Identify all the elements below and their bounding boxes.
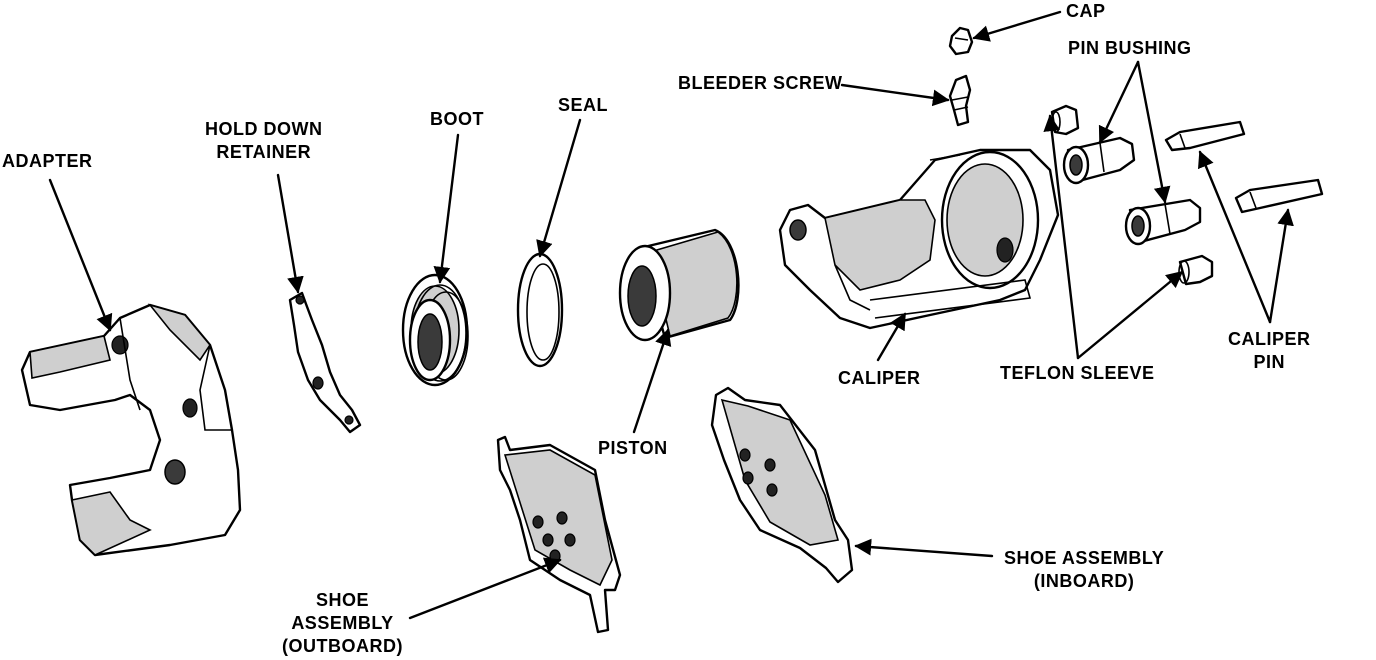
- label-caliper: CALIPER: [838, 368, 921, 388]
- leader-boot: [433, 133, 460, 284]
- leader-cap: [972, 10, 1062, 42]
- label-piston: PISTON: [598, 438, 668, 458]
- leader-teflon-sleeve-a: [1043, 114, 1080, 360]
- label-caliper-pin: CALIPER PIN: [1228, 329, 1311, 372]
- caliper-pin-lower-part: [1234, 178, 1324, 214]
- leader-shoe-inboard: [854, 538, 994, 558]
- label-hold-down-retainer: HOLD DOWN RETAINER: [205, 119, 323, 162]
- leader-caliper: [876, 312, 907, 362]
- bleeder-screw-part: [948, 74, 972, 127]
- caliper-pin-upper-part: [1164, 120, 1246, 152]
- label-bleeder-screw: BLEEDER SCREW: [678, 73, 843, 93]
- label-seal: SEAL: [558, 95, 609, 115]
- leader-seal: [536, 118, 582, 258]
- leader-caliper-pin-b: [1268, 208, 1294, 324]
- teflon-sleeve-lower-part: [1178, 254, 1214, 286]
- leader-lines: [48, 10, 1294, 620]
- label-pin-bushing: PIN BUSHING: [1068, 38, 1192, 58]
- cap-part: [948, 26, 974, 56]
- label-boot: BOOT: [430, 109, 484, 129]
- teflon-sleeve-upper-part: [1050, 104, 1080, 136]
- leader-adapter: [48, 178, 113, 332]
- leader-hold-down-retainer: [276, 173, 304, 294]
- adapter-part: [20, 303, 242, 557]
- label-shoe-assembly-outboard: SHOE ASSEMBLY (OUTBOARD): [282, 590, 403, 656]
- pin-bushing-upper-part: [1062, 136, 1136, 185]
- piston-part: [618, 228, 740, 342]
- seal-part: [516, 252, 564, 368]
- boot-part: [401, 273, 469, 387]
- leader-teflon-sleeve-b: [1076, 270, 1184, 360]
- label-shoe-assembly-inboard: SHOE ASSEMBLY (INBOARD): [1004, 548, 1165, 591]
- leader-bleeder-screw: [840, 83, 950, 107]
- leader-pin-bushing-b: [1136, 60, 1171, 204]
- pin-bushing-lower-part: [1124, 198, 1202, 246]
- caliper-part: [778, 148, 1060, 330]
- label-adapter: ADAPTER: [2, 151, 93, 171]
- shoe-outboard-part: [496, 435, 622, 634]
- leader-caliper-pin-a: [1197, 150, 1272, 324]
- shoe-inboard-part: [710, 386, 854, 584]
- label-teflon-sleeve: TEFLON SLEEVE: [1000, 363, 1155, 383]
- label-cap: CAP: [1066, 1, 1106, 21]
- leader-piston: [632, 328, 672, 434]
- leader-shoe-outboard: [408, 557, 562, 620]
- leader-pin-bushing-a: [1098, 60, 1140, 144]
- hold-down-retainer-part: [288, 291, 362, 434]
